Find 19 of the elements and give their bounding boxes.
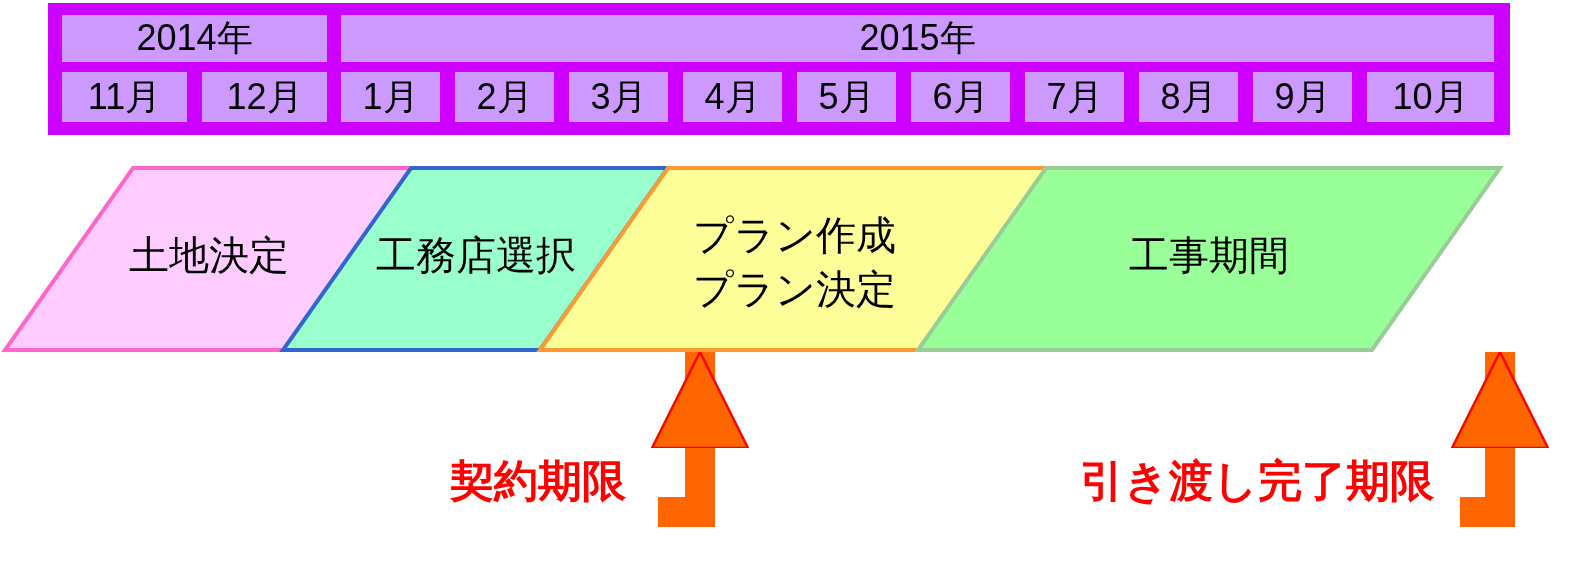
month-cell: 6月 [911,72,1010,122]
month-cell: 2月 [455,72,554,122]
month-cell: 8月 [1139,72,1238,122]
month-cell: 11月 [62,72,187,122]
month-cell: 12月 [202,72,327,122]
month-cell: 10月 [1367,72,1494,122]
arrow [1450,350,1550,527]
deadline-label: 引き渡し完了期限 [1080,456,1434,505]
deadline-label: 契約期限 [450,456,626,505]
header-band [48,3,1510,135]
month-cell: 7月 [1025,72,1124,122]
year-cell: 2014年 [62,15,327,62]
month-cell: 1月 [341,72,440,122]
year-cell: 2015年 [341,15,1494,62]
month-cell: 4月 [683,72,782,122]
month-cell: 3月 [569,72,668,122]
month-cell: 5月 [797,72,896,122]
month-cell: 9月 [1253,72,1352,122]
arrow [650,350,750,527]
